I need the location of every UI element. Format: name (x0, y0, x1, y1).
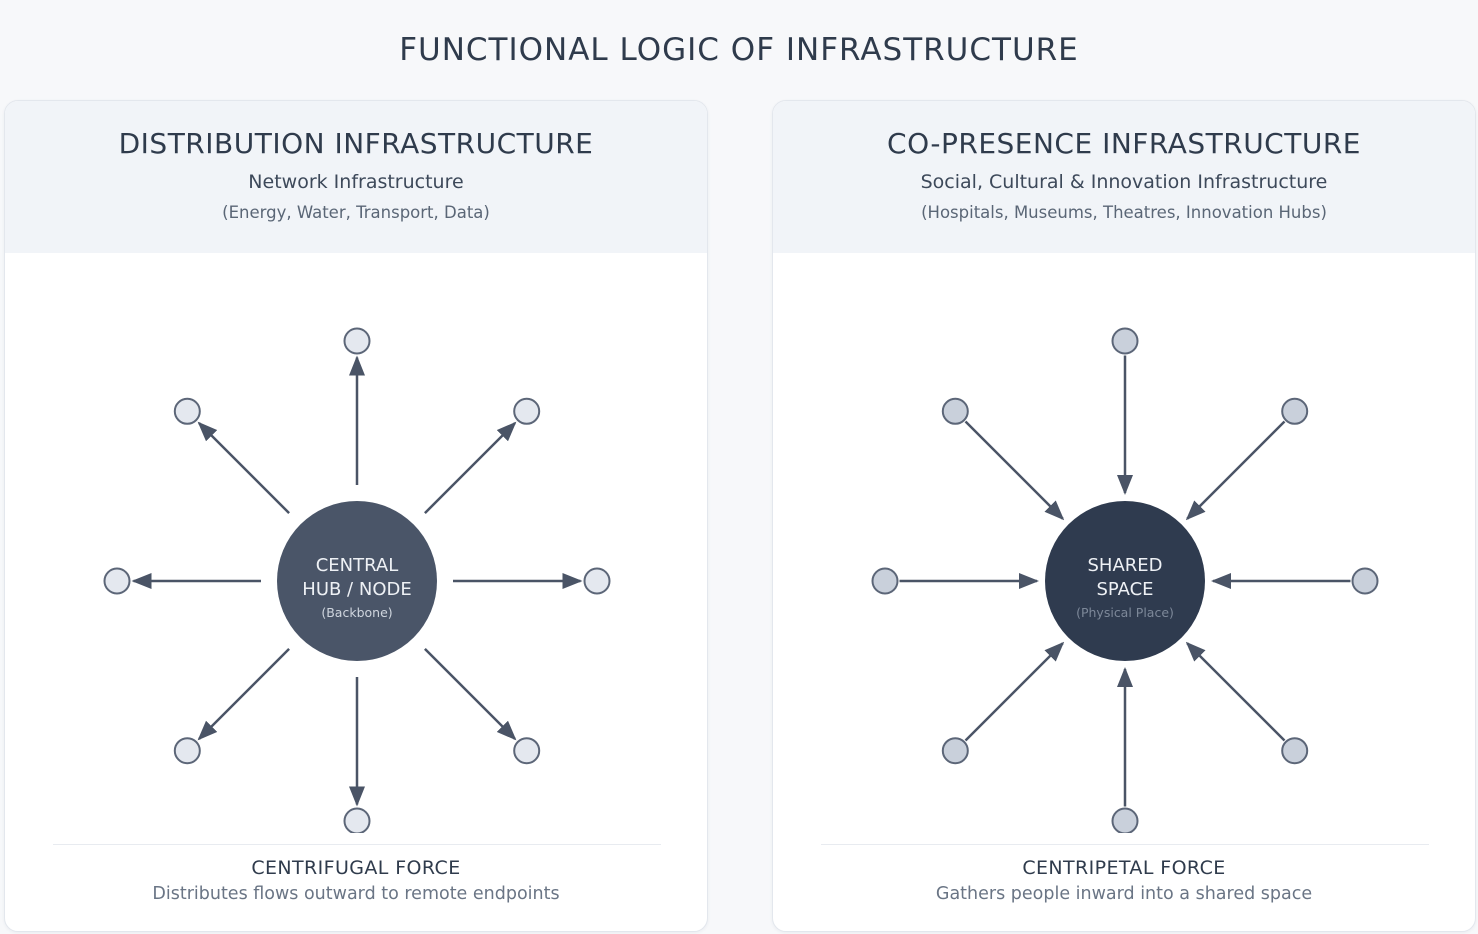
copresence-diagram: SHARED SPACE (Physical Place) (871, 327, 1379, 833)
centrifugal-force-title: CENTRIFUGAL FORCE (251, 857, 461, 879)
hub-label-line1: CENTRAL (316, 555, 399, 576)
copresence-panel: CO-PRESENCE INFRASTRUCTURE Social, Cultu… (772, 100, 1476, 932)
endpoint-node (1351, 567, 1379, 595)
endpoint-node (583, 567, 611, 595)
copresence-panel-examples: (Hospitals, Museums, Theatres, Innovatio… (921, 203, 1327, 222)
central-hub (277, 501, 437, 661)
centripetal-force-description: Gathers people inward into a shared spac… (935, 884, 1313, 904)
outward-arrow (424, 648, 517, 741)
distribution-panel-subtitle: Network Infrastructure (248, 171, 464, 193)
distribution-divider (53, 844, 661, 845)
distribution-panel-header: DISTRIBUTION INFRASTRUCTURE Network Infr… (5, 101, 707, 253)
endpoint-node (1281, 737, 1309, 765)
hub-label-line1: SHARED (1087, 555, 1162, 576)
endpoint-node (513, 737, 541, 765)
endpoint-node (173, 397, 201, 425)
copresence-divider (821, 844, 1429, 845)
hub-label-line2: SPACE (1096, 579, 1153, 600)
endpoint-node (343, 327, 371, 355)
distribution-panel-examples: (Energy, Water, Transport, Data) (222, 203, 490, 222)
outward-arrow (197, 421, 290, 514)
distribution-panel-title: DISTRIBUTION INFRASTRUCTURE (118, 127, 594, 160)
hub-note: (Physical Place) (1076, 605, 1174, 620)
endpoint-node (941, 737, 969, 765)
inward-arrow (1185, 641, 1286, 742)
endpoint-node (173, 737, 201, 765)
endpoint-node (513, 397, 541, 425)
distribution-panel: DISTRIBUTION INFRASTRUCTURE Network Infr… (4, 100, 708, 932)
page-title: FUNCTIONAL LOGIC OF INFRASTRUCTURE (399, 32, 1079, 68)
copresence-panel-title: CO-PRESENCE INFRASTRUCTURE (887, 127, 1361, 160)
outward-arrow (197, 648, 290, 741)
inward-arrow (964, 641, 1065, 742)
inward-arrow (964, 420, 1065, 521)
copresence-panel-header: CO-PRESENCE INFRASTRUCTURE Social, Cultu… (773, 101, 1475, 253)
inward-arrow (1185, 420, 1286, 521)
endpoint-node (941, 397, 969, 425)
distribution-diagram: CENTRAL HUB / NODE (Backbone) (103, 327, 611, 833)
endpoint-node (103, 567, 131, 595)
hub-note: (Backbone) (321, 605, 392, 620)
endpoint-node (1111, 807, 1139, 833)
endpoint-node (1281, 397, 1309, 425)
endpoint-node (871, 567, 899, 595)
endpoint-node (1111, 327, 1139, 355)
endpoint-node (343, 807, 371, 833)
shared-space-hub (1045, 501, 1205, 661)
outward-arrow (424, 421, 517, 514)
hub-label-line2: HUB / NODE (302, 579, 411, 600)
copresence-panel-subtitle: Social, Cultural & Innovation Infrastruc… (920, 171, 1328, 193)
centrifugal-force-description: Distributes flows outward to remote endp… (152, 884, 560, 904)
centripetal-force-title: CENTRIPETAL FORCE (1022, 857, 1226, 879)
